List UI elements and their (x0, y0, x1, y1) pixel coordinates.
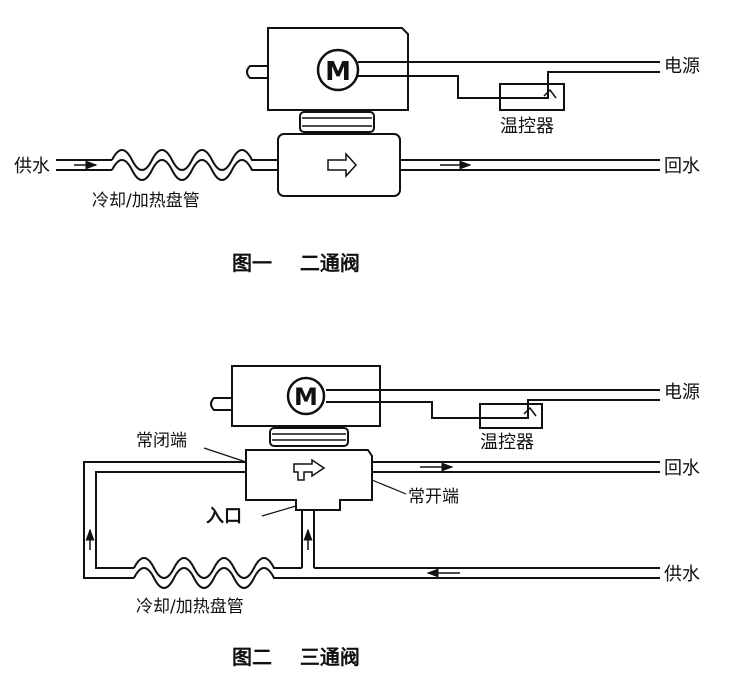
flow-arrow-icon-2 (293, 458, 326, 481)
thermostat-label-2: 温控器 (480, 432, 534, 453)
power-label-1: 电源 (664, 56, 700, 77)
leader-inlet (261, 505, 297, 517)
motor-2 (286, 376, 326, 416)
return-label-1: 回水 (664, 156, 700, 177)
coil-label-1: 冷却/加热盘管 (92, 191, 200, 211)
thermostat-1 (499, 83, 565, 111)
coil-1 (111, 149, 278, 171)
motor-1 (316, 48, 360, 92)
valve-neck-1 (299, 111, 375, 133)
coil-label-2: 冷却/加热盘管 (136, 597, 244, 617)
leader-normally-open (371, 479, 407, 495)
diagram-2 (83, 365, 660, 589)
actuator-2 (210, 365, 381, 427)
thermostat-2 (479, 403, 543, 429)
motor-letter-2: M (294, 383, 318, 411)
normally-open-label: 常开端 (408, 487, 459, 507)
valve-neck-2 (269, 427, 349, 447)
supply-label-1: 供水 (14, 156, 50, 177)
supply-label-2: 供水 (664, 564, 700, 585)
inlet-label: 入口 (206, 506, 242, 527)
diagram-1 (56, 27, 660, 197)
normally-closed-label: 常闭端 (136, 431, 187, 451)
actuator-1 (246, 27, 409, 111)
valve-body-1 (277, 133, 401, 197)
caption-1: 图一 二通阀 (232, 251, 360, 275)
caption-2: 图二 三通阀 (232, 645, 360, 669)
leader-normally-closed (203, 447, 247, 463)
thermostat-label-1: 温控器 (500, 116, 554, 137)
valve-body-2 (245, 449, 373, 511)
power-label-2: 电源 (664, 382, 700, 403)
coil-2 (133, 557, 302, 579)
motor-letter-1: M (325, 57, 351, 87)
flow-arrow-icon-1 (327, 152, 358, 178)
return-label-2: 回水 (664, 458, 700, 479)
